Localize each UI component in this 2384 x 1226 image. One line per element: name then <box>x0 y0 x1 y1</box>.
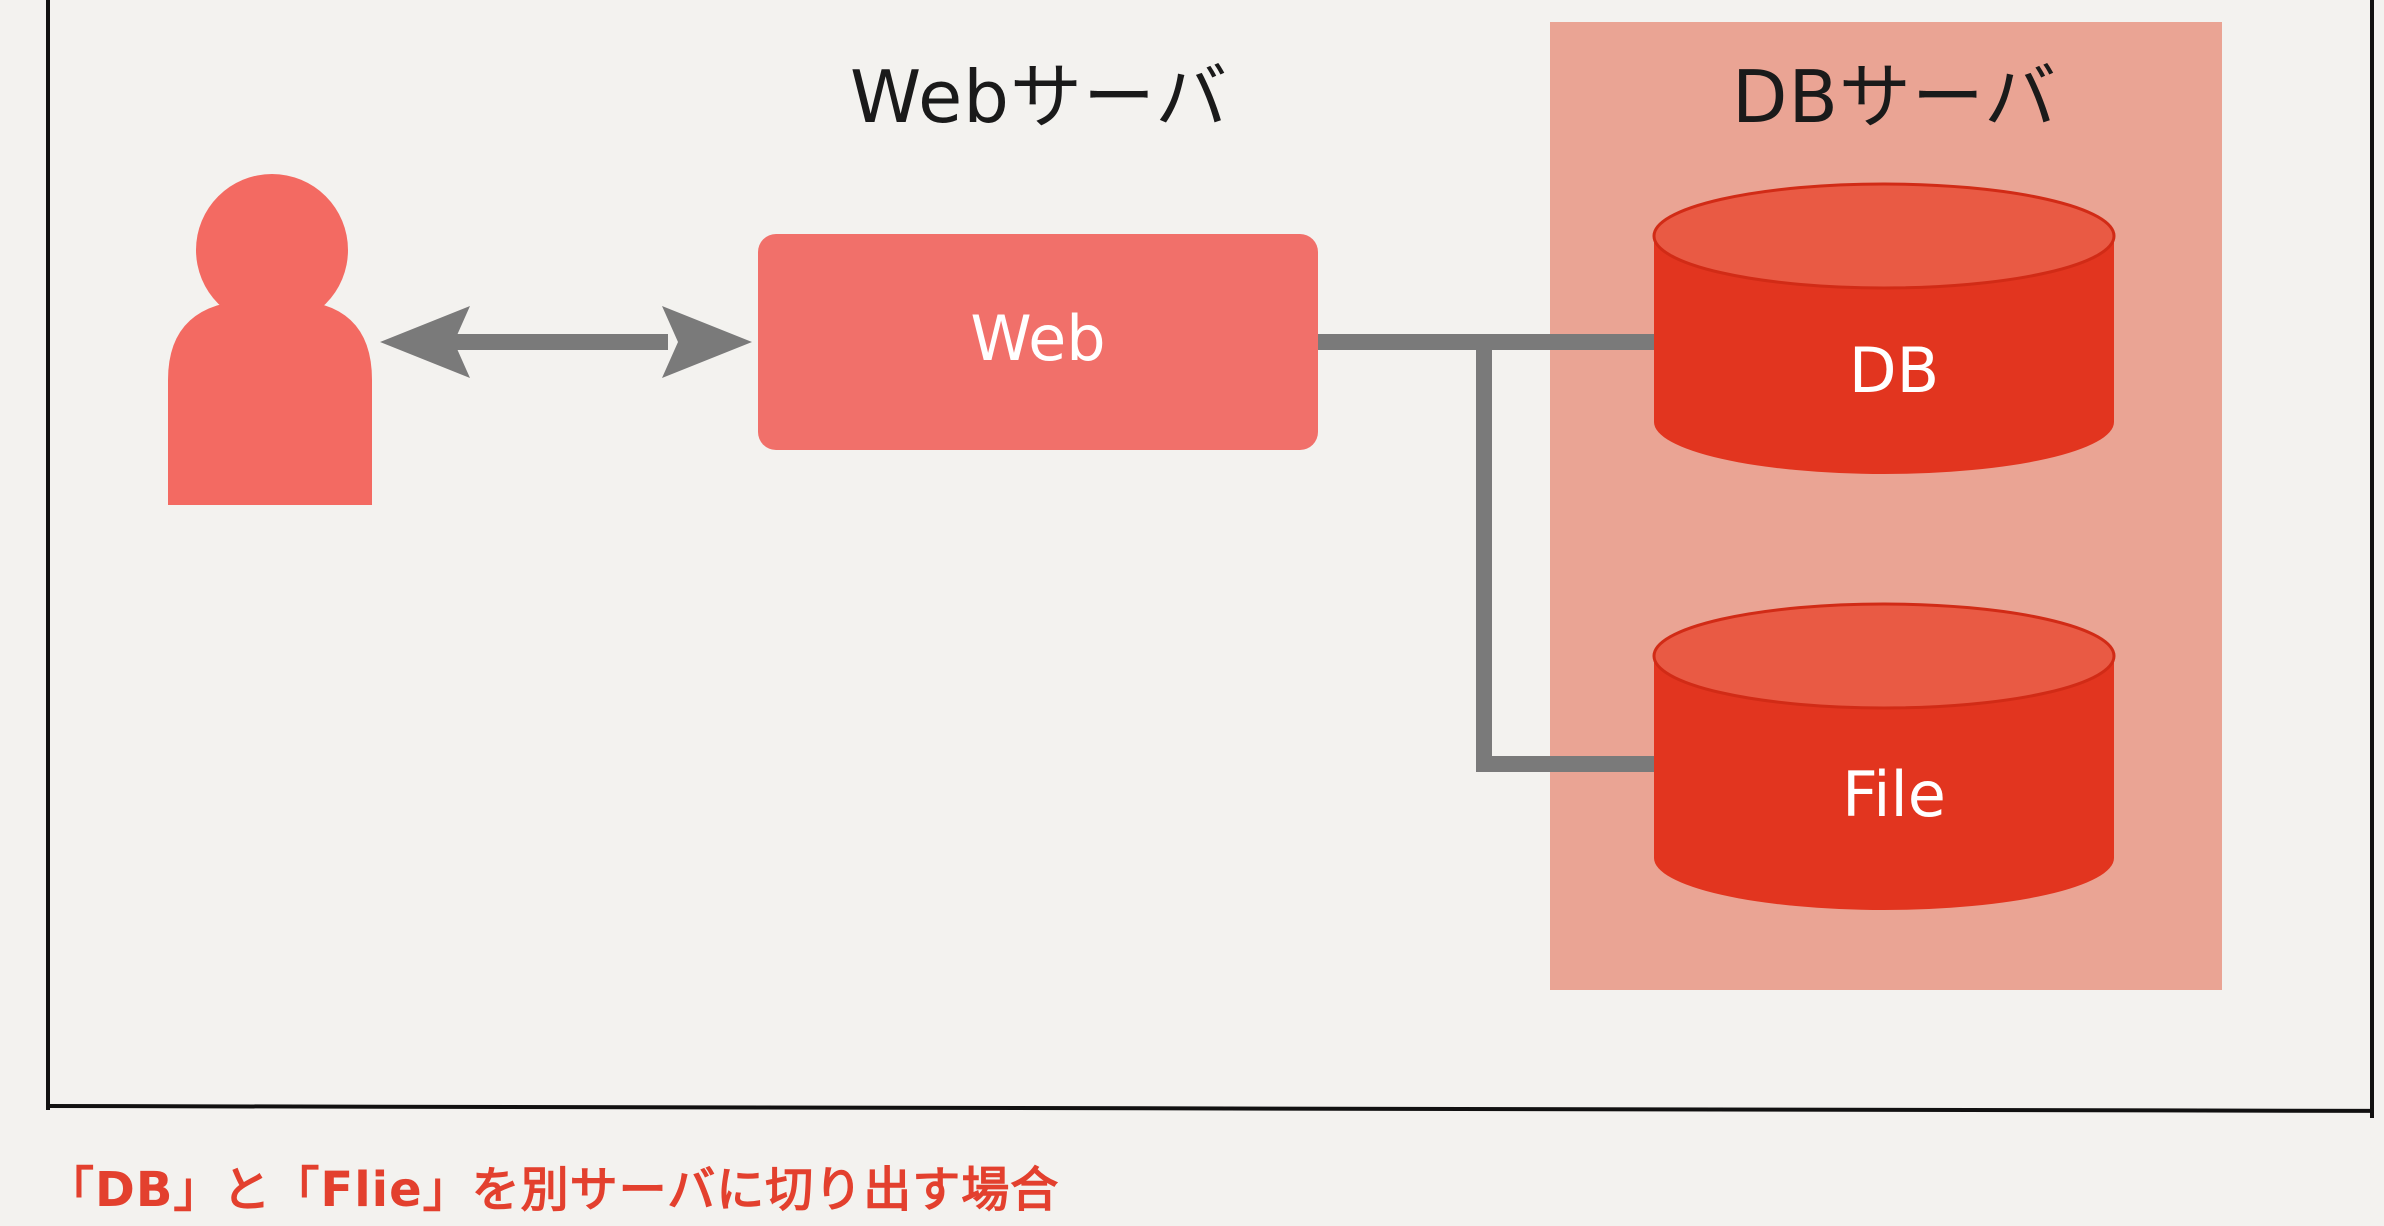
db-cylinder <box>1652 182 2116 474</box>
db-server-label: DBサーバ <box>1732 55 2058 139</box>
frame-right-border <box>2370 0 2374 1118</box>
web-server-label: Webサーバ <box>850 55 1229 139</box>
file-cylinder-label: File <box>1842 758 1946 831</box>
user-icon <box>168 174 372 505</box>
web-node: Web <box>758 234 1318 450</box>
bidirectional-arrow <box>380 306 752 378</box>
db-cylinder-label: DB <box>1848 334 1940 407</box>
file-cylinder <box>1652 602 2116 910</box>
figure-caption: 「DB」と「Flie」を別サーバに切り出す場合 <box>46 1162 1060 1218</box>
frame-left-border <box>46 0 50 1110</box>
web-node-label: Web <box>970 301 1106 375</box>
connector-lines <box>1318 334 1664 772</box>
